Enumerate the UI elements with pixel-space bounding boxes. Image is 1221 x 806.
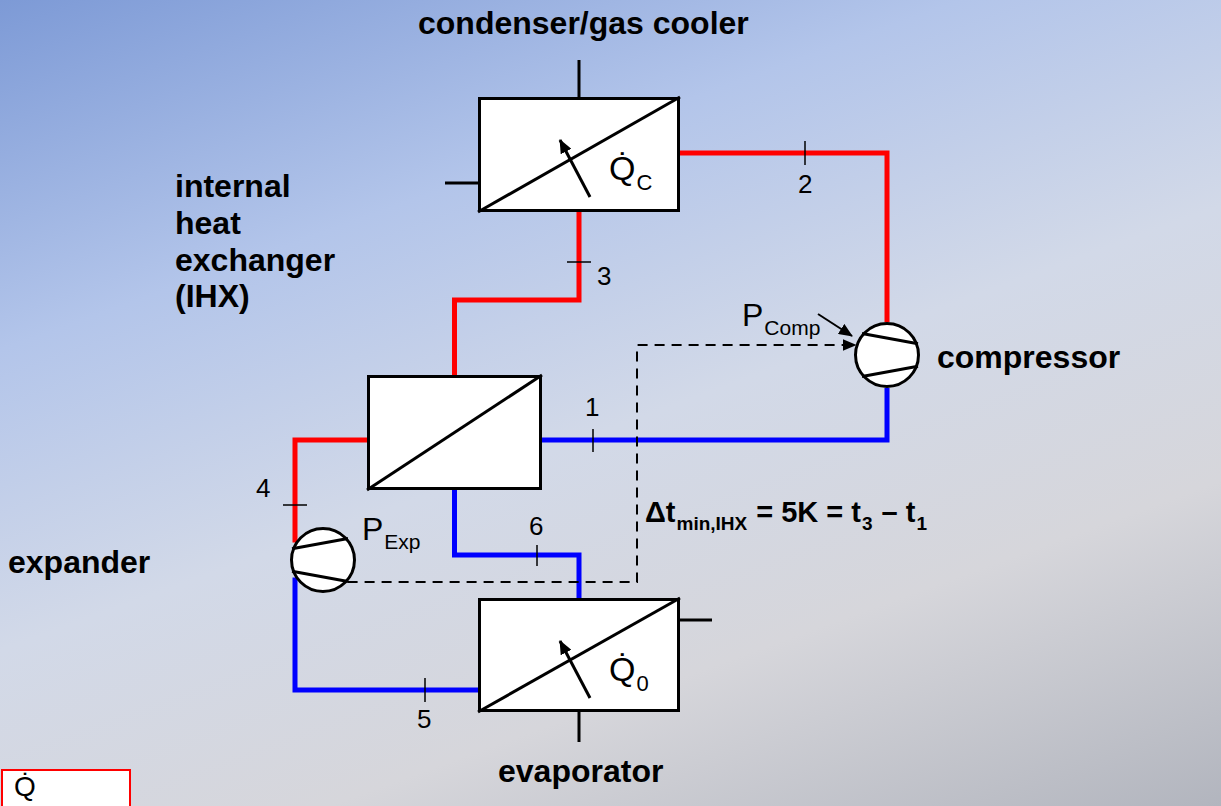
power-leader <box>818 314 852 336</box>
port-tick <box>680 619 712 622</box>
heat-exchanger-diagonal <box>478 598 680 712</box>
heat-flow-arrow <box>560 641 590 698</box>
formula-text: – t <box>882 497 916 529</box>
state-number: 5 <box>417 705 431 735</box>
state-number: 1 <box>585 393 599 423</box>
formula-box <box>2 770 130 806</box>
compressor-symbol <box>862 366 918 376</box>
subscript: 1 <box>916 514 927 535</box>
evaporator-box: Q̇0evaporator <box>478 598 680 712</box>
component-name: evaporator <box>498 753 663 790</box>
formula-text: Δt <box>645 497 676 529</box>
compressor-symbol <box>862 334 918 344</box>
state-number: 6 <box>529 512 543 542</box>
subscript: C <box>636 171 652 195</box>
subscript: Comp <box>764 316 820 339</box>
formula-symbol: Q̇ <box>14 771 36 803</box>
state-tick <box>804 141 806 165</box>
expander-symbol <box>292 571 348 581</box>
heat-exchanger-diagonal <box>478 97 680 212</box>
power-symbol: PComp <box>742 298 820 333</box>
component-name: condenser/gas cooler <box>418 5 749 42</box>
component-name: compressor <box>937 339 1120 376</box>
heat-flow-arrow <box>560 140 590 197</box>
heat-flow-symbol: Q̇ <box>609 150 635 187</box>
state-tick <box>592 429 594 452</box>
power-symbol: P <box>742 298 763 333</box>
expander-symbol <box>292 539 348 549</box>
state-tick <box>283 504 307 506</box>
expander-circle: expander <box>290 527 356 593</box>
formula-text: = 5K = t <box>756 497 861 529</box>
shaft-power-line <box>348 345 856 582</box>
refrigerant-pipe <box>680 153 887 322</box>
temperature-difference: Δtmin,IHX= 5K = t3– t1 <box>645 497 927 529</box>
ihx-fill <box>367 375 542 490</box>
component-name: internal heat exchanger (IHX) <box>175 168 353 315</box>
port-tick <box>578 712 581 742</box>
heat-exchanger-diagonal <box>367 375 542 490</box>
port-tick <box>578 60 581 97</box>
evaporator-fill <box>478 598 680 712</box>
expander-fill <box>290 527 356 593</box>
symbol-row: Q̇0 <box>609 651 649 688</box>
state-tick <box>567 261 591 263</box>
power-symbol: P <box>362 512 383 547</box>
subscript: 3 <box>862 514 873 535</box>
state-number: 3 <box>597 262 611 292</box>
compressor-circle: compressor <box>854 322 920 388</box>
condenser-box: condenser/gas coolerQ̇C <box>478 97 680 212</box>
symbol-row: Q̇C <box>609 150 652 187</box>
component-name: expander <box>8 544 150 581</box>
compressor-fill <box>854 322 920 388</box>
port-tick <box>445 182 478 185</box>
subscript: Exp <box>384 530 420 553</box>
state-number: 4 <box>256 474 270 504</box>
heat-flow-symbol: Q̇ <box>609 651 635 688</box>
refrigerant-pipe <box>295 578 478 691</box>
state-tick <box>536 545 538 566</box>
power-symbol: PExp <box>362 512 421 547</box>
state-number: 2 <box>798 170 812 200</box>
ihx-box: internal heat exchanger (IHX) <box>367 375 542 490</box>
subscript: min,IHX <box>677 514 748 535</box>
condenser-fill <box>478 97 680 212</box>
subscript: 0 <box>636 672 648 696</box>
refrigerant-pipe <box>455 212 580 375</box>
state-tick <box>424 678 426 702</box>
